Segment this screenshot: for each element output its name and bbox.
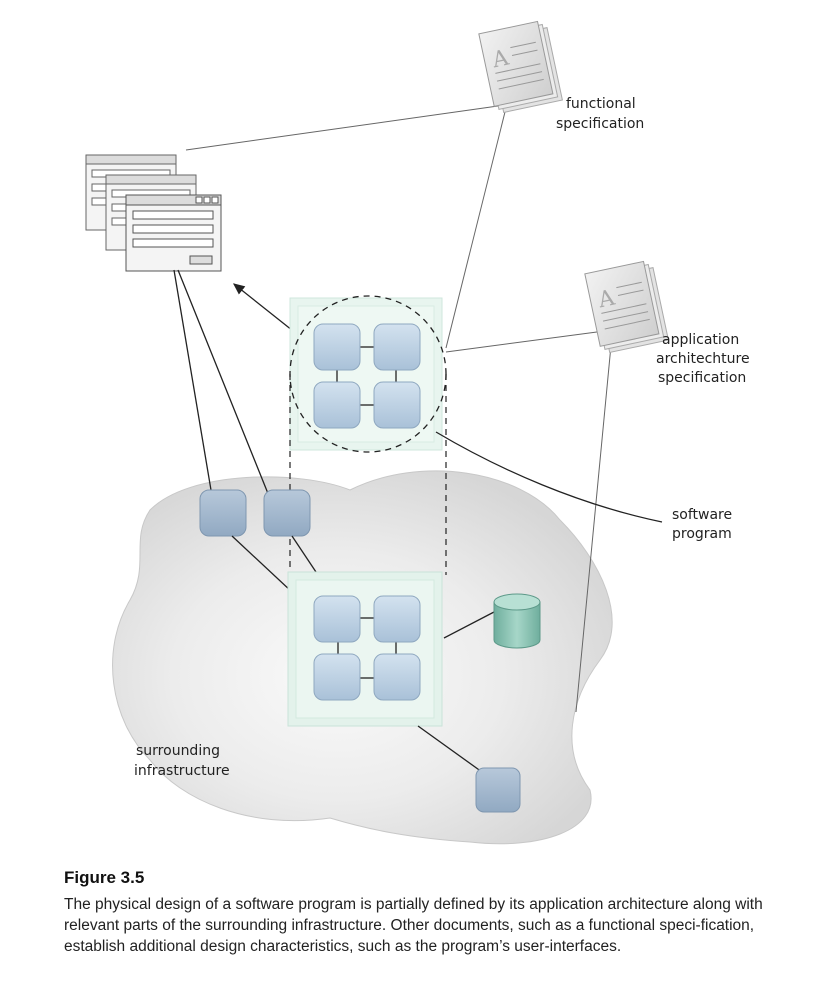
figure-caption-text: The physical design of a software progra… — [64, 896, 763, 955]
software-program-cube — [289, 295, 447, 453]
component-icon — [373, 323, 421, 371]
figure-title: Figure 3.5 — [64, 868, 145, 887]
label-functional-specification: functional specification — [556, 96, 644, 132]
component-icon — [373, 381, 421, 429]
deployed-software-program-cube — [287, 571, 443, 727]
component-icon — [373, 595, 421, 643]
connector-program-to-architecture-spec — [445, 329, 613, 353]
infrastructure-component-icon — [263, 489, 311, 537]
infrastructure-component-icon — [199, 489, 247, 537]
component-icon — [373, 653, 421, 701]
connector-ui-to-component-2 — [177, 269, 270, 497]
connector-infrastructure-to-architecture-spec — [575, 334, 613, 713]
component-icon — [313, 595, 361, 643]
architecture-specification-document-icon: A — [584, 260, 669, 354]
label-surrounding-infrastructure: surrounding infrastructure — [134, 743, 230, 779]
component-icon — [313, 381, 361, 429]
label-application-architecture-specification: application architechture specification — [656, 332, 754, 386]
functional-specification-document-icon: A — [478, 20, 563, 114]
connector-ui-to-component-1 — [173, 269, 213, 497]
document-letter: A — [489, 45, 512, 73]
connector-program-to-functional-spec — [445, 111, 506, 349]
connector-ui-to-functional-spec — [185, 104, 506, 151]
component-icon — [313, 653, 361, 701]
infrastructure-component-icon — [475, 767, 521, 813]
physical-design-diagram: A functional specification A application… — [85, 20, 754, 845]
component-icon — [313, 323, 361, 371]
connector-software-program-label — [435, 431, 663, 523]
document-letter: A — [595, 285, 618, 313]
user-interface-windows-icon — [85, 154, 222, 272]
figure-caption: Figure 3.5 The physical design of a soft… — [64, 868, 784, 957]
database-icon — [493, 593, 541, 649]
label-software-program: software program — [672, 507, 737, 542]
